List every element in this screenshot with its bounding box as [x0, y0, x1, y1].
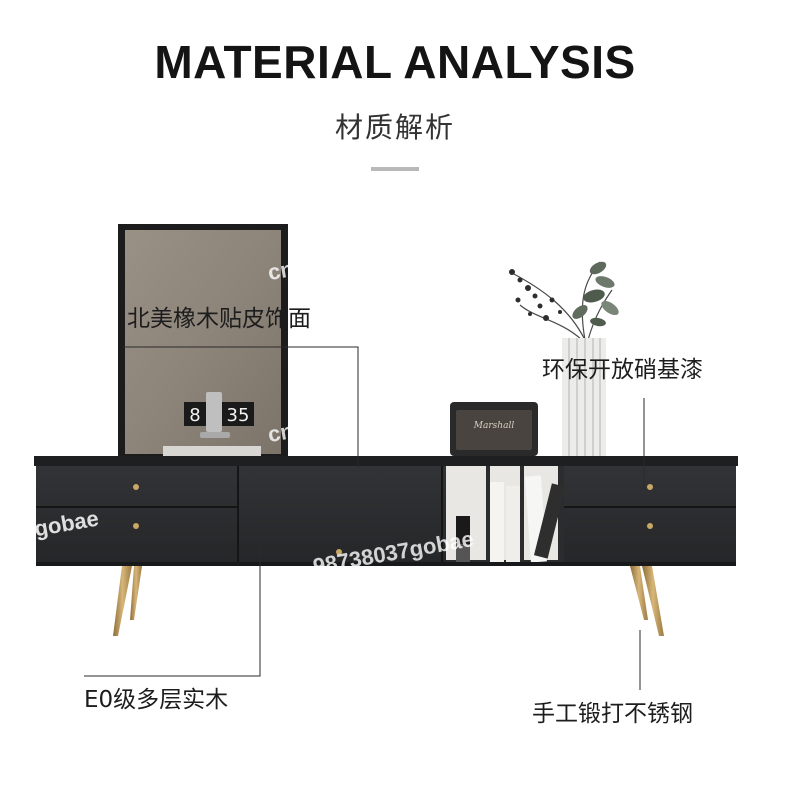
- plant-leaves: [509, 261, 619, 327]
- cabinet-top: [34, 456, 738, 466]
- speaker: Marshall: [450, 402, 538, 456]
- callout-paint: 环保开放硝基漆: [542, 357, 703, 383]
- white-vase: [562, 338, 606, 458]
- page-title: MATERIAL ANALYSIS: [154, 36, 636, 88]
- callout-veneer: 北美橡木贴皮饰面: [127, 306, 311, 332]
- flip-clock: 8 35: [184, 392, 254, 438]
- callout-wood: E0级多层实木: [84, 687, 229, 713]
- watermark-c: cn: [265, 255, 296, 286]
- gold-legs: [113, 566, 664, 636]
- tv-cabinet: [36, 466, 736, 566]
- book-on-top: [163, 446, 261, 456]
- speaker-brand: Marshall: [473, 421, 515, 431]
- clock-hour: 8: [189, 405, 200, 426]
- title-divider: [371, 167, 419, 171]
- clock-minutes: 35: [227, 405, 250, 426]
- watermark-d: cn: [265, 417, 296, 448]
- callout-lines: [84, 346, 645, 690]
- callout-steel: 手工锻打不锈钢: [532, 701, 693, 727]
- page-subtitle: 材质解析: [334, 111, 455, 144]
